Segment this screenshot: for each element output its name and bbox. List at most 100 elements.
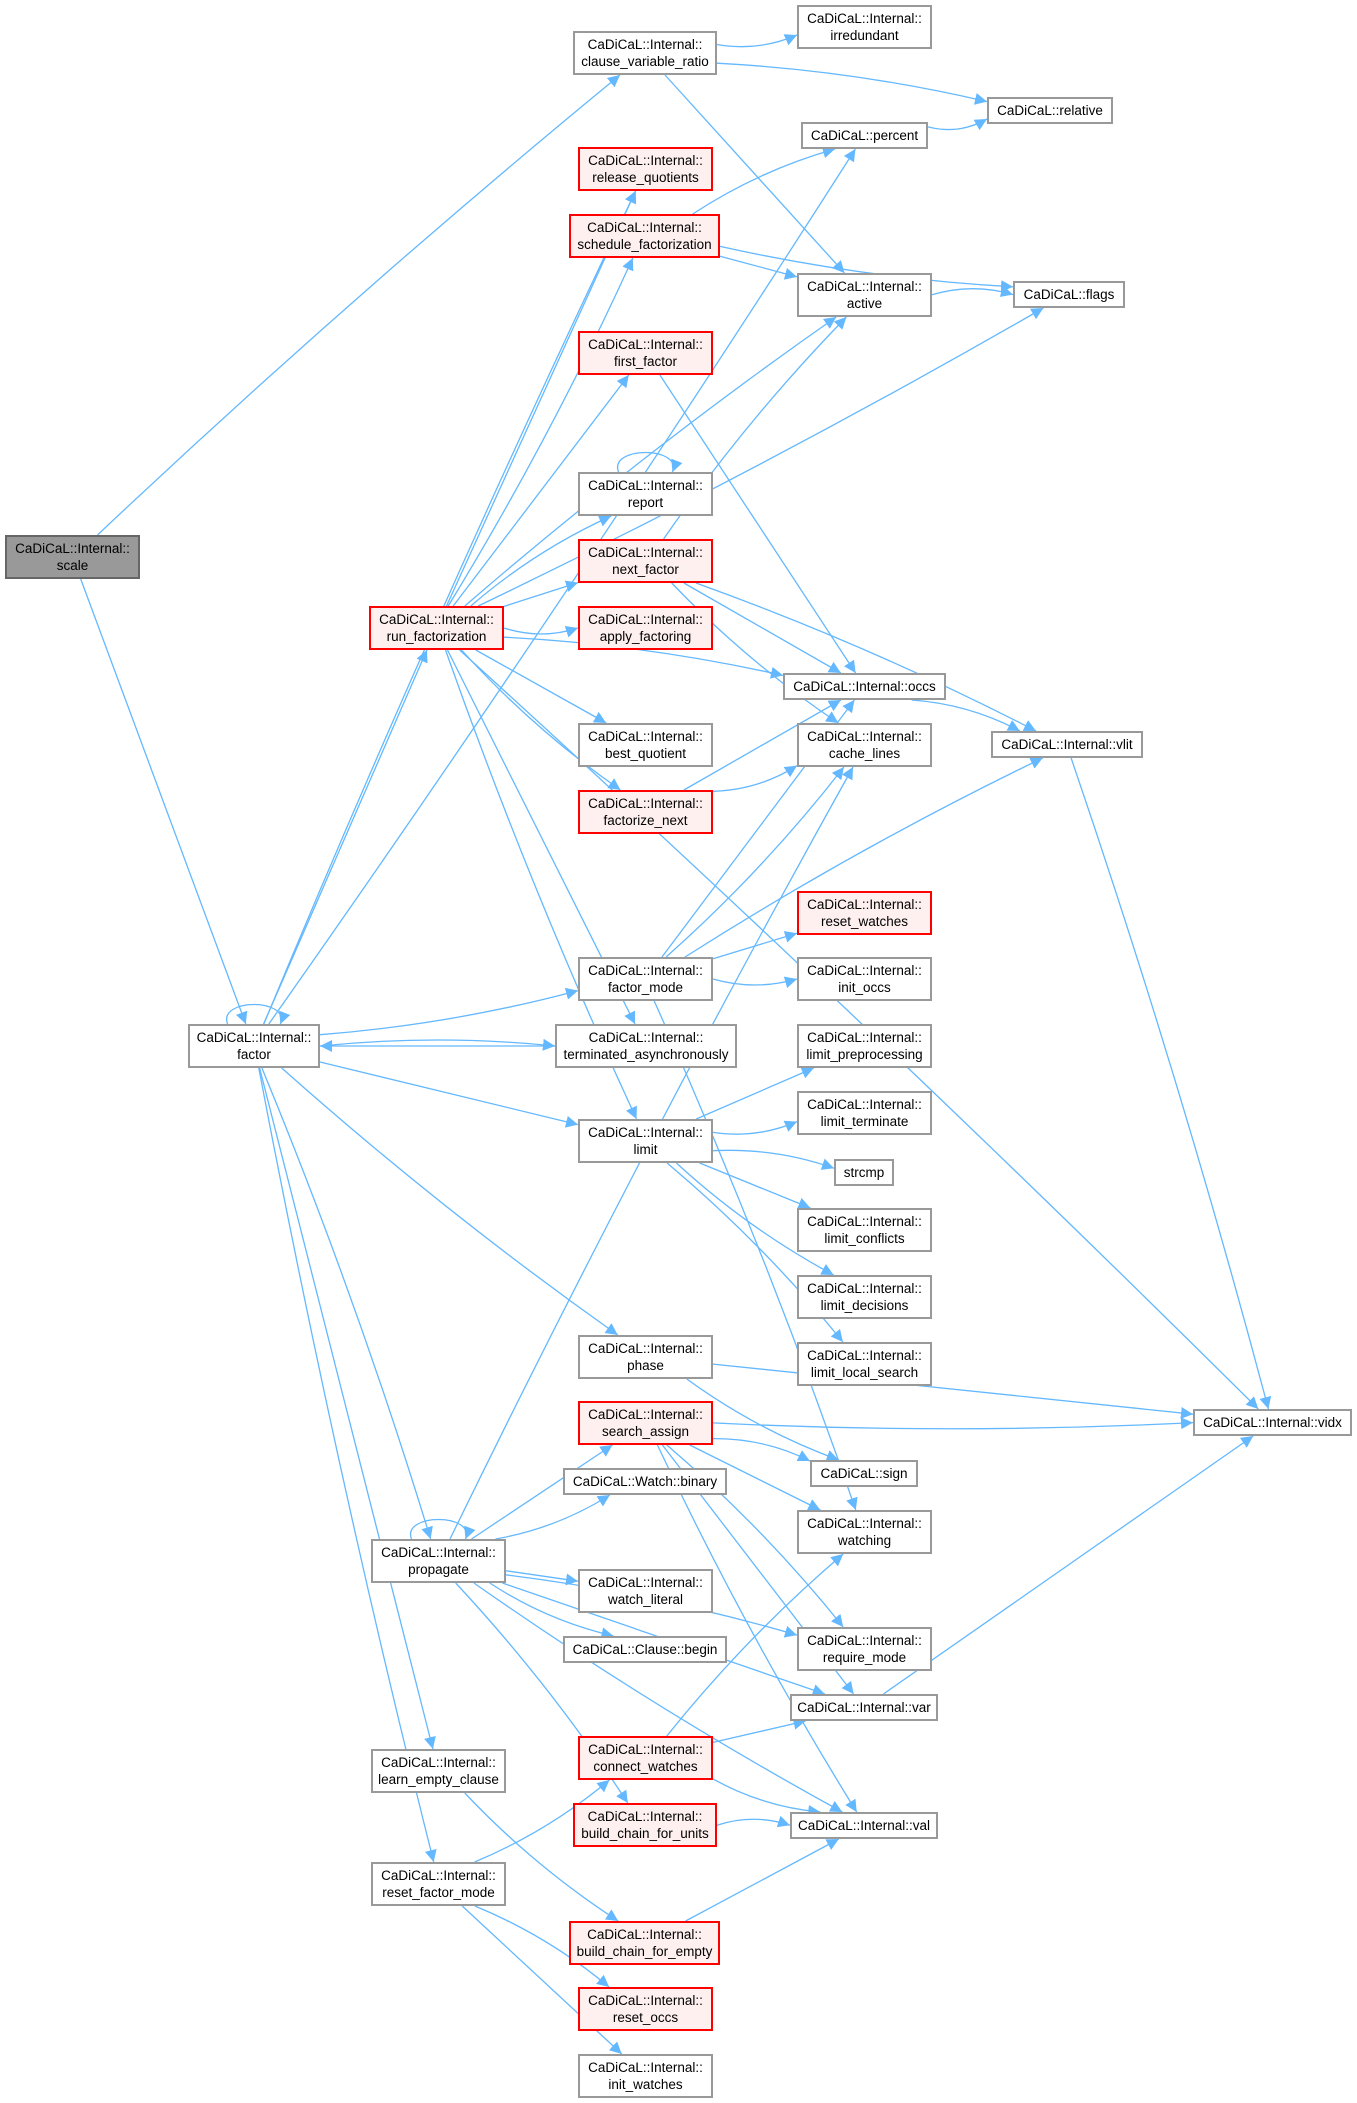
node-occs[interactable]: CaDiCaL::Internal::occs — [783, 673, 946, 700]
node-phase[interactable]: CaDiCaL::Internal::phase — [578, 1335, 713, 1379]
node-schedule-factorization[interactable]: CaDiCaL::Internal::schedule_factorizatio… — [569, 214, 720, 258]
node-label: search_assign — [601, 1424, 690, 1439]
node-namespace: CaDiCaL::Internal:: — [196, 1030, 312, 1045]
node-watching[interactable]: CaDiCaL::Internal::watching — [797, 1510, 932, 1554]
node-run-factorization[interactable]: CaDiCaL::Internal::run_factorization — [369, 606, 504, 650]
node-namespace: CaDiCaL::Internal:: — [588, 2060, 703, 2075]
node-next-factor[interactable]: CaDiCaL::Internal::next_factor — [578, 539, 713, 583]
node-namespace: CaDiCaL::Internal:: — [588, 1125, 703, 1140]
node-namespace: CaDiCaL::Internal:: — [807, 1348, 922, 1363]
node-clause-begin[interactable]: CaDiCaL::Clause::begin — [563, 1636, 727, 1663]
node-namespace: CaDiCaL::Internal:: — [587, 37, 703, 52]
node-binary[interactable]: CaDiCaL::Watch::binary — [563, 1468, 727, 1495]
node-namespace: CaDiCaL::Internal:: — [807, 1097, 922, 1112]
node-label: limit_terminate — [820, 1114, 909, 1129]
node-scale[interactable]: CaDiCaL::Internal::scale — [5, 535, 140, 579]
node-label: next_factor — [612, 562, 679, 577]
node-label: report — [627, 495, 664, 510]
node-namespace: CaDiCaL::Internal:: — [15, 541, 130, 556]
node-connect-watches[interactable]: CaDiCaL::Internal::connect_watches — [578, 1736, 713, 1780]
node-strcmp[interactable]: strcmp — [834, 1159, 894, 1186]
node-vidx[interactable]: CaDiCaL::Internal::vidx — [1193, 1409, 1352, 1436]
node-limit-local-search[interactable]: CaDiCaL::Internal::limit_local_search — [797, 1342, 932, 1386]
node-label: require_mode — [822, 1650, 907, 1665]
node-irredundant[interactable]: CaDiCaL::Internal::irredundant — [797, 5, 932, 49]
node-init-watches[interactable]: CaDiCaL::Internal::init_watches — [578, 2054, 713, 2098]
node-first-factor[interactable]: CaDiCaL::Internal::first_factor — [578, 331, 713, 375]
node-build-chain-for-units[interactable]: CaDiCaL::Internal::build_chain_for_units — [573, 1803, 717, 1847]
node-label: watch_literal — [607, 1592, 684, 1607]
node-namespace: CaDiCaL::Internal:: — [807, 1030, 922, 1045]
node-namespace: CaDiCaL::Internal:: — [807, 1214, 922, 1229]
edge-factor-to-phase — [281, 1067, 619, 1336]
edge-limit-to-limit-preprocessing — [695, 1067, 815, 1120]
edge-first-factor-to-occs — [659, 374, 857, 674]
node-limit-decisions[interactable]: CaDiCaL::Internal::limit_decisions — [797, 1275, 932, 1319]
node-require-mode[interactable]: CaDiCaL::Internal::require_mode — [797, 1627, 932, 1671]
edge-percent-to-relative — [927, 118, 988, 131]
node-relative[interactable]: CaDiCaL::relative — [987, 97, 1113, 124]
node-reset-factor-mode[interactable]: CaDiCaL::Internal::reset_factor_mode — [371, 1862, 506, 1906]
node-val[interactable]: CaDiCaL::Internal::val — [790, 1812, 938, 1839]
node-label: limit_decisions — [820, 1298, 909, 1313]
node-label: irredundant — [830, 28, 899, 43]
edge-factor-mode-to-vlit — [684, 757, 1043, 958]
node-namespace: CaDiCaL::Internal:: — [381, 1545, 496, 1560]
node-var[interactable]: CaDiCaL::Internal::var — [790, 1694, 938, 1721]
node-label: learn_empty_clause — [378, 1772, 499, 1787]
edge-schedule-factorization-to-percent — [692, 146, 836, 215]
node-learn-empty-clause[interactable]: CaDiCaL::Internal::learn_empty_clause — [371, 1749, 506, 1793]
node-label: reset_occs — [612, 2010, 679, 2025]
node-limit-preprocessing[interactable]: CaDiCaL::Internal::limit_preprocessing — [797, 1024, 932, 1068]
node-label: limit_preprocessing — [806, 1047, 923, 1062]
edge-factor-to-factor — [226, 1003, 291, 1025]
node-label: strcmp — [843, 1165, 885, 1180]
node-best-quotient[interactable]: CaDiCaL::Internal::best_quotient — [578, 723, 713, 767]
edge-learn-empty-clause-to-build-chain-for-empty — [464, 1792, 619, 1922]
node-flags[interactable]: CaDiCaL::flags — [1013, 281, 1125, 308]
node-namespace: CaDiCaL::Internal:: — [588, 478, 703, 493]
node-reset-occs[interactable]: CaDiCaL::Internal::reset_occs — [578, 1987, 713, 2031]
node-release-quotients[interactable]: CaDiCaL::Internal::release_quotients — [578, 147, 713, 191]
edge-var-to-vidx — [883, 1435, 1254, 1695]
node-label: clause_variable_ratio — [581, 54, 709, 69]
node-limit-conflicts[interactable]: CaDiCaL::Internal::limit_conflicts — [797, 1208, 932, 1252]
edge-build-chain-for-empty-to-val — [685, 1838, 840, 1922]
node-report[interactable]: CaDiCaL::Internal::report — [578, 472, 713, 516]
node-percent[interactable]: CaDiCaL::percent — [801, 122, 928, 149]
node-namespace: CaDiCaL::Internal:: — [381, 1868, 496, 1883]
node-limit[interactable]: CaDiCaL::Internal::limit — [578, 1119, 713, 1163]
node-sign[interactable]: CaDiCaL::sign — [810, 1460, 918, 1487]
node-clause-variable-ratio[interactable]: CaDiCaL::Internal::clause_variable_ratio — [573, 31, 717, 75]
node-factor[interactable]: CaDiCaL::Internal::factor — [188, 1024, 320, 1068]
node-watch-literal[interactable]: CaDiCaL::Internal::watch_literal — [578, 1569, 713, 1613]
node-build-chain-for-empty[interactable]: CaDiCaL::Internal::build_chain_for_empty — [569, 1921, 720, 1965]
edge-scale-to-clause-variable-ratio — [97, 74, 621, 536]
node-namespace: CaDiCaL::Internal:: — [587, 1927, 702, 1942]
node-cache-lines[interactable]: CaDiCaL::Internal::cache_lines — [797, 723, 932, 767]
edge-factorize-next-to-occs — [683, 699, 842, 791]
node-apply-factoring[interactable]: CaDiCaL::Internal::apply_factoring — [578, 606, 713, 650]
node-init-occs[interactable]: CaDiCaL::Internal::init_occs — [797, 957, 932, 1001]
node-label: CaDiCaL::flags — [1023, 287, 1115, 302]
edge-factor-to-reset-factor-mode — [258, 1067, 437, 1863]
edge-run-factorization-to-factorize-next — [461, 649, 621, 791]
edge-run-factorization-to-report — [470, 515, 612, 607]
edge-search-assign-to-watching — [689, 1444, 821, 1511]
edge-report-to-report — [617, 451, 683, 473]
node-vlit[interactable]: CaDiCaL::Internal::vlit — [991, 731, 1143, 758]
node-label: init_watches — [608, 2077, 683, 2092]
edge-search-assign-to-require-mode — [666, 1444, 844, 1628]
node-terminated-asynchronously[interactable]: CaDiCaL::Internal::terminated_asynchrono… — [555, 1024, 737, 1068]
node-propagate[interactable]: CaDiCaL::Internal::propagate — [371, 1539, 506, 1583]
node-reset-watches[interactable]: CaDiCaL::Internal::reset_watches — [797, 891, 932, 935]
node-limit-terminate[interactable]: CaDiCaL::Internal::limit_terminate — [797, 1091, 932, 1135]
node-factor-mode[interactable]: CaDiCaL::Internal::factor_mode — [578, 957, 713, 1001]
node-active[interactable]: CaDiCaL::Internal::active — [797, 273, 932, 317]
edge-factorize-next-to-cache-lines — [712, 765, 798, 792]
edge-next-factor-to-cache-lines — [671, 582, 839, 724]
node-factorize-next[interactable]: CaDiCaL::Internal::factorize_next — [578, 790, 713, 834]
node-search-assign[interactable]: CaDiCaL::Internal::search_assign — [578, 1401, 713, 1445]
edge-next-factor-to-vlit — [695, 582, 1037, 732]
